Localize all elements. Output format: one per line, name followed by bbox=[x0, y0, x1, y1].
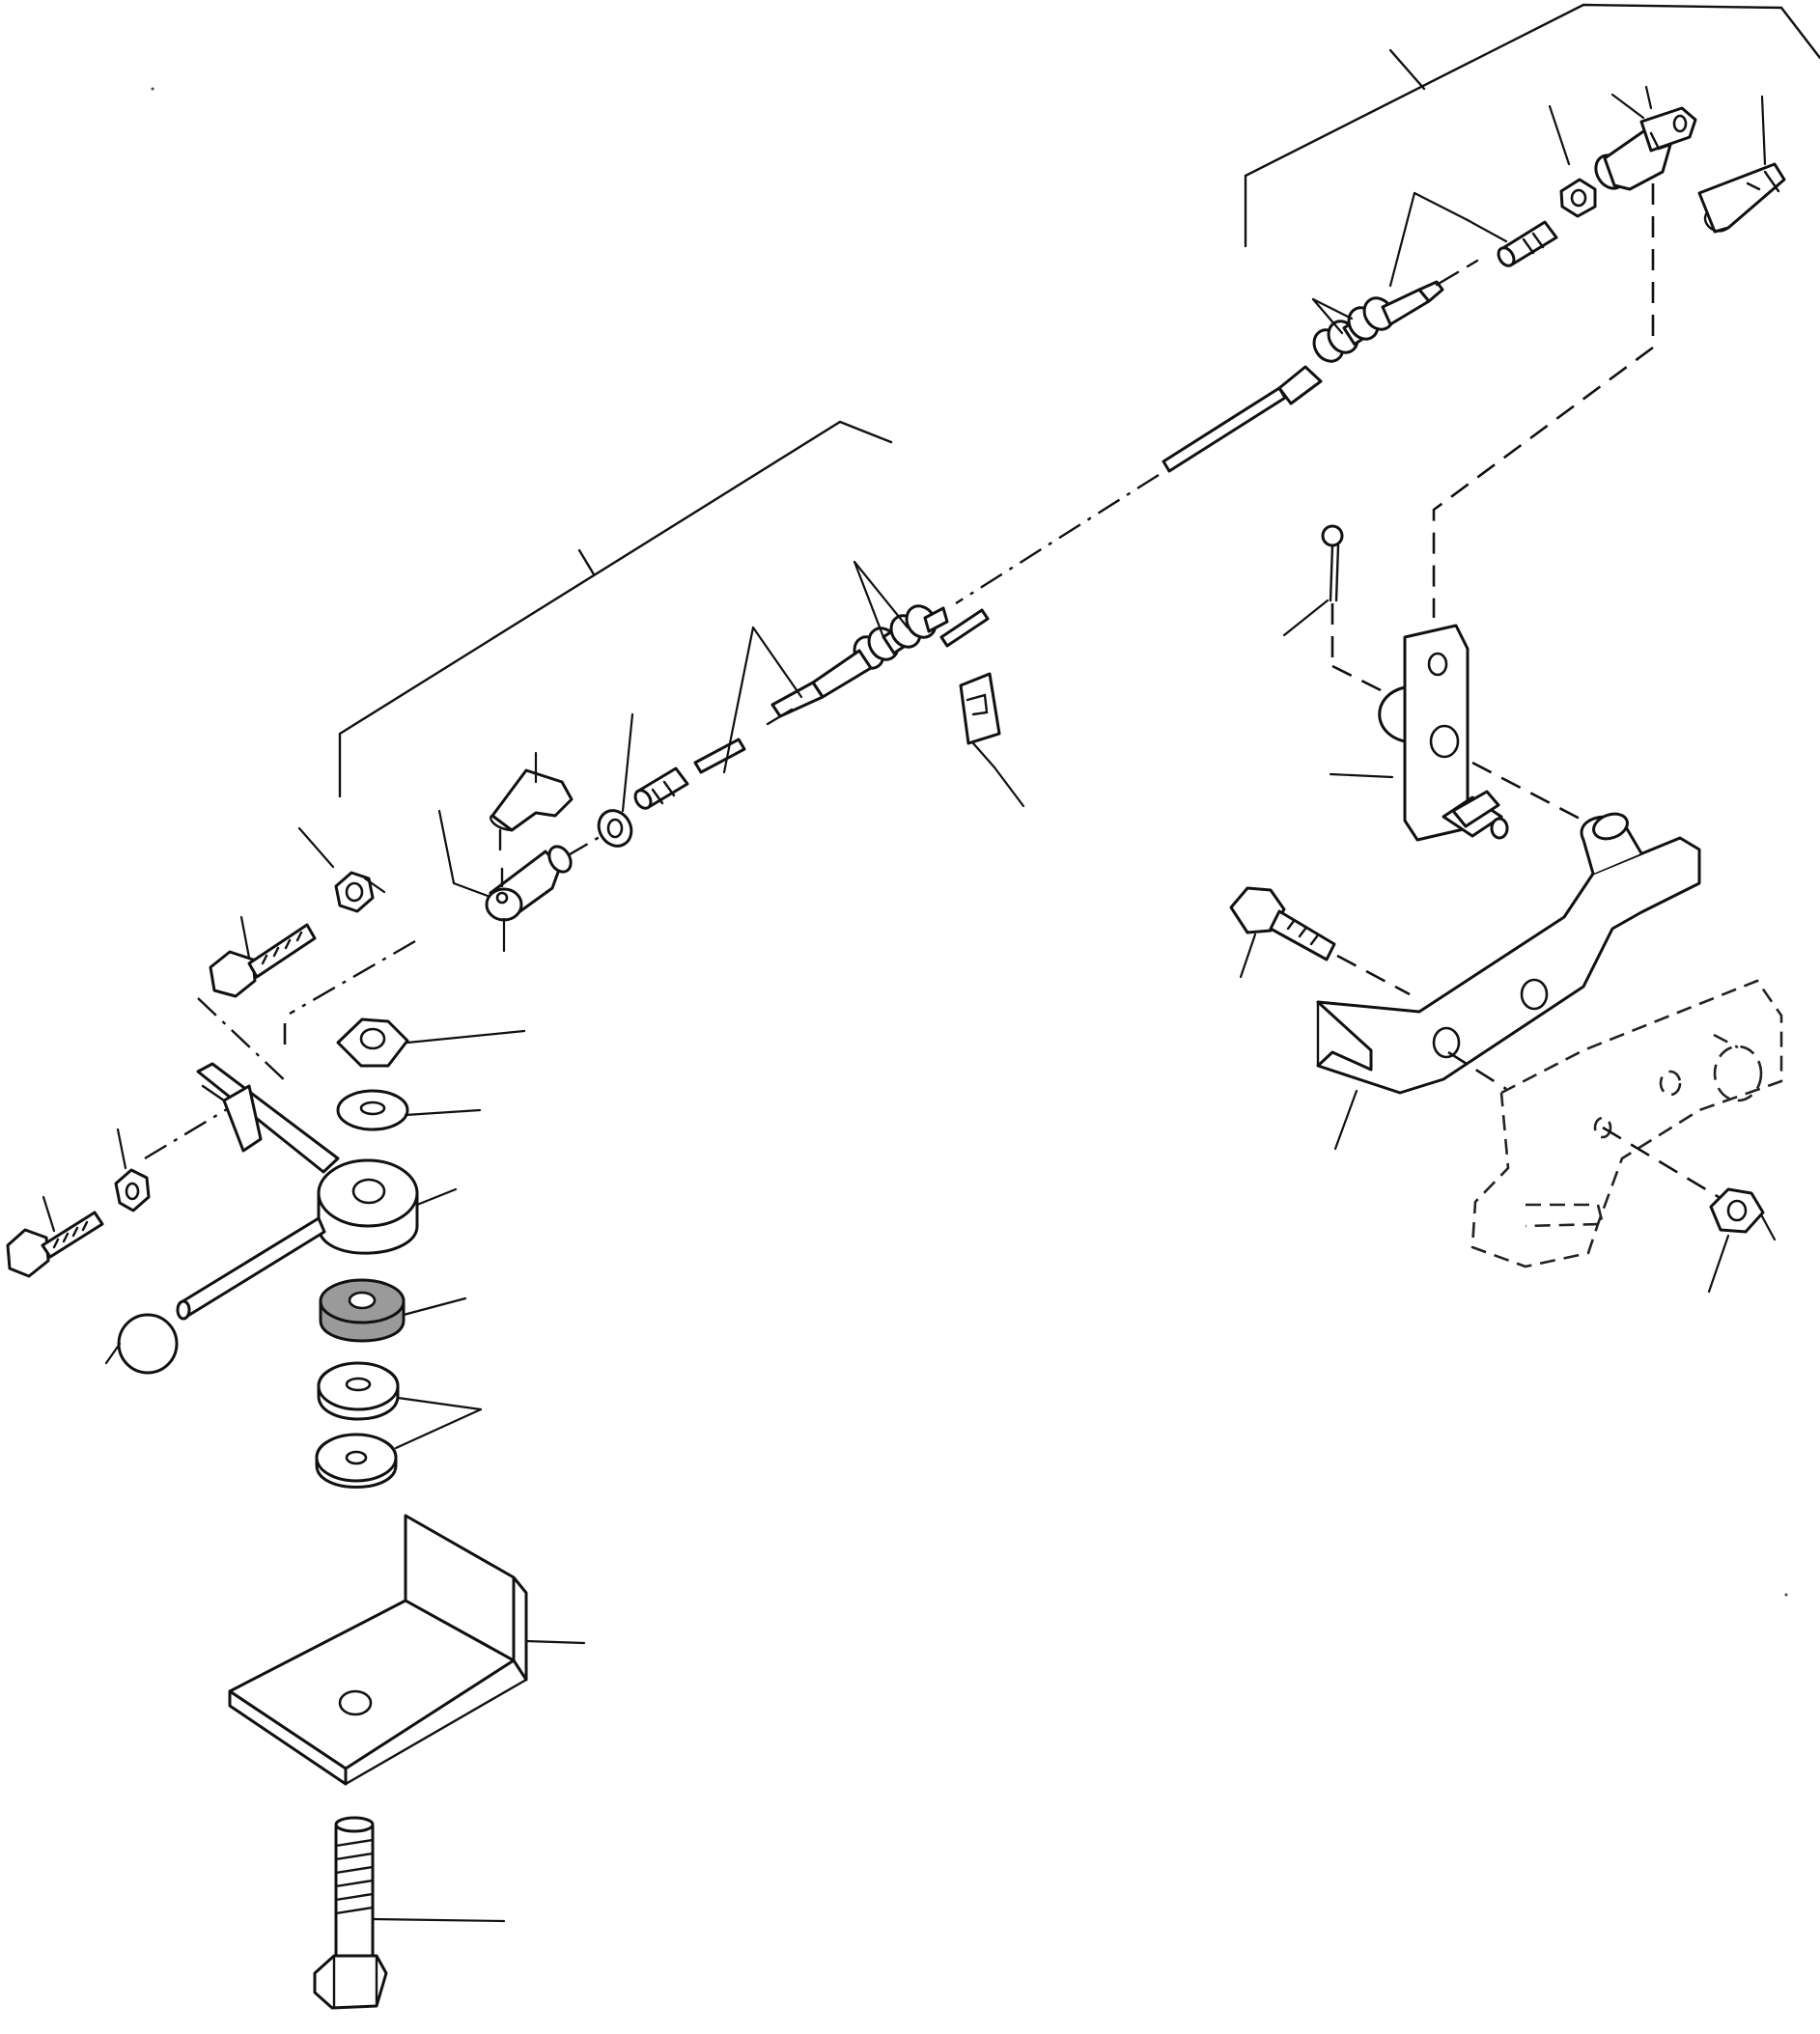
assembly-dashed-lines bbox=[283, 183, 1720, 1199]
knob-ball bbox=[117, 1313, 179, 1375]
pivot-lever bbox=[196, 1062, 340, 1174]
l-bracket bbox=[228, 1514, 528, 1786]
upper-left-bolt bbox=[209, 923, 317, 998]
leader-lines bbox=[42, 85, 1777, 1923]
flat-washer-1 bbox=[317, 1361, 400, 1421]
upper-jam-nut bbox=[1559, 178, 1597, 218]
upper-cable-lock-nuts bbox=[1312, 296, 1395, 363]
flat-washer-2 bbox=[315, 1433, 398, 1489]
phantom-bracket bbox=[1470, 979, 1783, 1268]
lower-jam-nut bbox=[597, 809, 633, 848]
lower-clevis bbox=[485, 845, 573, 953]
upper-clevis-pin-clip bbox=[1697, 162, 1786, 234]
upper-cable-assembly-bracket bbox=[1244, 3, 1820, 248]
lower-cable-assembly-bracket bbox=[338, 420, 893, 798]
lower-cable-threaded-end bbox=[633, 738, 746, 810]
upper-left-nut bbox=[334, 871, 375, 913]
long-bolt bbox=[313, 1816, 388, 2010]
knob-stud bbox=[176, 1216, 326, 1321]
cable-retainer-clip bbox=[959, 672, 1001, 745]
mount-bolt bbox=[1229, 886, 1336, 961]
left-nut bbox=[114, 1168, 151, 1212]
upper-cable-rod bbox=[1162, 365, 1323, 473]
upper-cable-threaded-end bbox=[1466, 220, 1558, 268]
left-bolt bbox=[6, 1211, 104, 1278]
adjust-nut bbox=[1709, 1187, 1765, 1234]
upper-cable-end-ferrule bbox=[1381, 270, 1460, 326]
mount-nut-top bbox=[336, 1017, 409, 1068]
scan-specks bbox=[151, 87, 1788, 1597]
lower-cable-end-ferrule bbox=[766, 649, 873, 726]
lower-clevis-pin-clip bbox=[490, 768, 574, 851]
pedal-lever bbox=[1316, 812, 1701, 1095]
upper-clevis bbox=[1594, 106, 1697, 191]
mount-washer-top bbox=[336, 1089, 409, 1131]
lever-bracket bbox=[1378, 624, 1509, 842]
rubber-mount bbox=[317, 1158, 419, 1255]
lower-cable-rod bbox=[939, 608, 990, 648]
rubber-bushing bbox=[319, 1278, 406, 1343]
cable-centerline bbox=[144, 473, 1160, 1160]
cotter-pin bbox=[1321, 524, 1344, 602]
